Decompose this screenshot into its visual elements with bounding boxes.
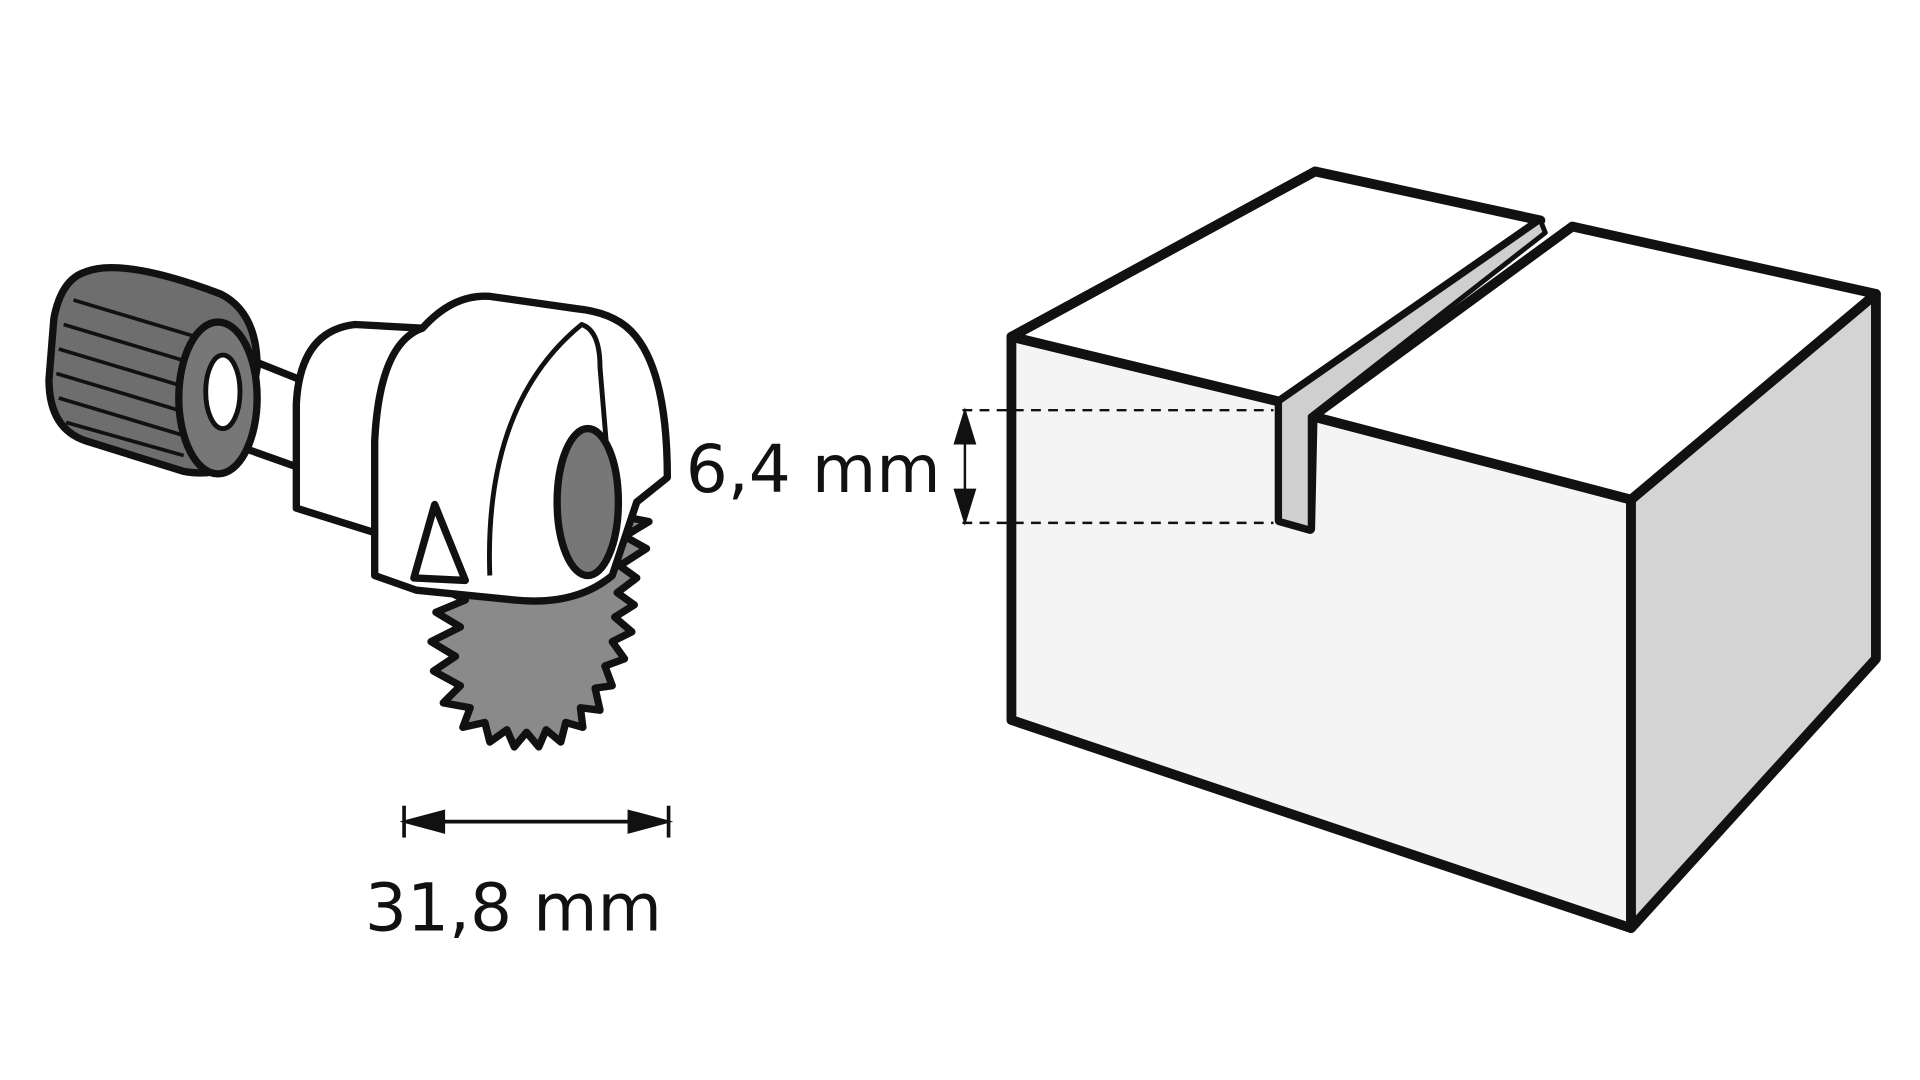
saw-tool-illustration <box>45 264 672 751</box>
depth-dimension <box>953 407 1274 526</box>
groove <box>1277 217 1548 532</box>
cut-depth-label: 6,4 mm <box>686 431 941 508</box>
workpiece-block <box>1006 166 1881 934</box>
blade-diameter-label: 31,8 mm <box>365 870 662 947</box>
block-top-right <box>1307 221 1881 505</box>
diameter-dimension <box>399 805 674 838</box>
pointer-marker <box>410 500 469 585</box>
